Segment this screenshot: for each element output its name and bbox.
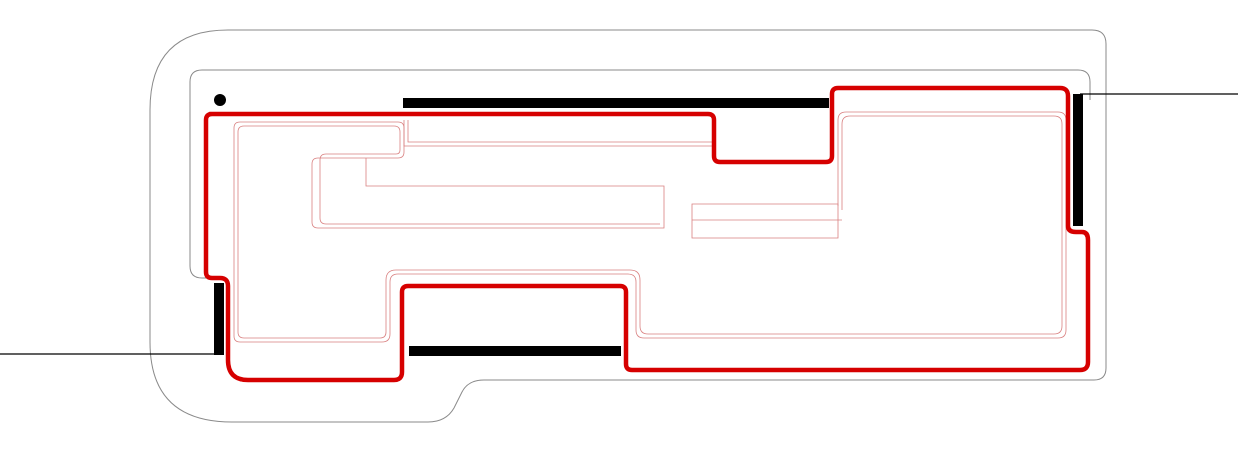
thin-trace-top-strip — [403, 120, 714, 147]
black-bar-top — [403, 98, 829, 108]
outer-boundary — [149, 29, 1107, 423]
lead-lines — [0, 93, 1238, 355]
black-bar-right — [1073, 94, 1083, 226]
black-bar-left — [214, 283, 224, 355]
thin-trace-left-region-inner — [244, 125, 660, 225]
dot-marker — [214, 94, 226, 106]
red-route-loop — [203, 85, 1091, 383]
thin-trace-mid-rect — [691, 203, 839, 239]
thin-trace-left-outer-inner — [237, 115, 1063, 339]
thin-red-traces — [233, 111, 1067, 343]
thin-trace-top-strip-2 — [407, 120, 714, 143]
thin-trace-left-outer — [233, 111, 1067, 343]
black-bar-bottom — [409, 346, 621, 356]
black-segments — [214, 94, 1083, 356]
inner-boundary — [202, 69, 1091, 100]
thin-trace-left-region — [240, 121, 665, 229]
inner-boundary-left — [189, 69, 206, 279]
